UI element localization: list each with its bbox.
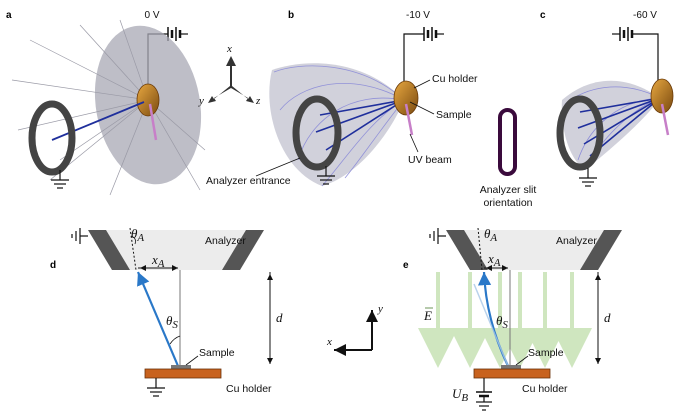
field-label: E xyxy=(423,308,432,323)
ground-icon xyxy=(429,228,446,244)
panel-a: a 0 V xyxy=(6,10,206,196)
cu-holder-label: Cu holder xyxy=(522,383,568,395)
sample-label: Sample xyxy=(436,109,472,121)
sample-label: Sample xyxy=(199,347,235,359)
axes-2d: y x xyxy=(326,303,383,356)
analyzer-wall-right xyxy=(580,230,622,270)
unbiased-path xyxy=(473,283,509,367)
sample xyxy=(501,365,521,369)
axis3d-z-label: z xyxy=(255,95,261,107)
theta-s-label: θS xyxy=(496,313,508,331)
cu-holder xyxy=(136,83,160,117)
analyzer-wall-right xyxy=(222,230,264,270)
axis2d-y-label: y xyxy=(377,303,383,315)
analyzer-wall-left xyxy=(88,230,130,270)
panel-a-letter: a xyxy=(6,10,12,21)
axes-3d: x y z xyxy=(198,43,261,107)
ground-icon xyxy=(71,228,88,244)
analyzer-wall-left xyxy=(446,230,488,270)
distance-label: d xyxy=(604,310,611,325)
panel-b-letter: b xyxy=(288,10,294,21)
battery-icon xyxy=(612,27,659,86)
ground-icon xyxy=(579,168,597,187)
bias-source-icon xyxy=(476,378,492,411)
cu-holder-label: Cu holder xyxy=(432,73,478,85)
analyzer-label: Analyzer xyxy=(556,235,597,247)
panel-e: e E Analyzer θA xA θS xyxy=(403,226,622,411)
cu-holder xyxy=(473,368,551,379)
cu-holder xyxy=(393,80,419,116)
panel-b: b -10 V Cu hol xyxy=(206,10,478,187)
theta-a-label: θA xyxy=(131,226,144,244)
analyzer-body xyxy=(102,230,250,270)
cu-holder-label: Cu holder xyxy=(226,383,272,395)
analyzer-entrance-label: Analyzer entrance xyxy=(206,175,291,187)
panel-d: d Analyzer θA xA θS d Sample xyxy=(50,226,283,397)
uv-beam-label: UV beam xyxy=(408,154,452,166)
sample xyxy=(171,365,191,369)
electron-path xyxy=(136,271,180,367)
panel-e-letter: e xyxy=(403,260,409,271)
ground-icon xyxy=(51,170,69,189)
cu-holder xyxy=(650,78,674,114)
trajectory-envelope xyxy=(561,80,660,170)
axis2d-x-label: x xyxy=(326,336,332,348)
analyzer-ring xyxy=(292,95,342,171)
electron-trajectory xyxy=(51,101,145,141)
panel-c: c -60 V xyxy=(540,10,674,187)
axis3d-y-label: y xyxy=(198,95,204,107)
battery-icon xyxy=(403,27,444,88)
analyzer-ring xyxy=(556,95,604,171)
theta-s-label: θS xyxy=(166,313,178,331)
panel-a-voltage: 0 V xyxy=(144,10,159,21)
sample-label: Sample xyxy=(528,347,564,359)
uv-beam xyxy=(404,103,414,136)
distance-label: d xyxy=(276,310,283,325)
x-a-label: xA xyxy=(487,251,501,269)
ground-icon xyxy=(147,378,165,397)
panel-c-voltage: -60 V xyxy=(633,10,657,21)
x-a-label: xA xyxy=(151,252,165,270)
slit-label-line1: Analyzer slit xyxy=(480,184,537,196)
electric-field-arrows xyxy=(418,272,592,368)
uv-beam xyxy=(148,103,158,141)
analyzer-body xyxy=(460,230,608,270)
analyzer-ring xyxy=(28,100,76,176)
slit-icon xyxy=(498,108,517,176)
panel-c-letter: c xyxy=(540,10,546,21)
panel-b-voltage: -10 V xyxy=(406,10,430,21)
cu-holder xyxy=(144,368,222,379)
bias-label: UB xyxy=(452,386,468,404)
analyzer-label: Analyzer xyxy=(205,235,246,247)
uv-beam xyxy=(660,103,670,136)
axis3d-x-label: x xyxy=(226,43,232,55)
analyzer-slit: Analyzer slit orientation xyxy=(480,108,537,209)
theta-a-label: θA xyxy=(484,226,497,244)
panel-d-letter: d xyxy=(50,260,56,271)
ground-icon xyxy=(317,166,335,185)
slit-label-line2: orientation xyxy=(483,197,532,209)
